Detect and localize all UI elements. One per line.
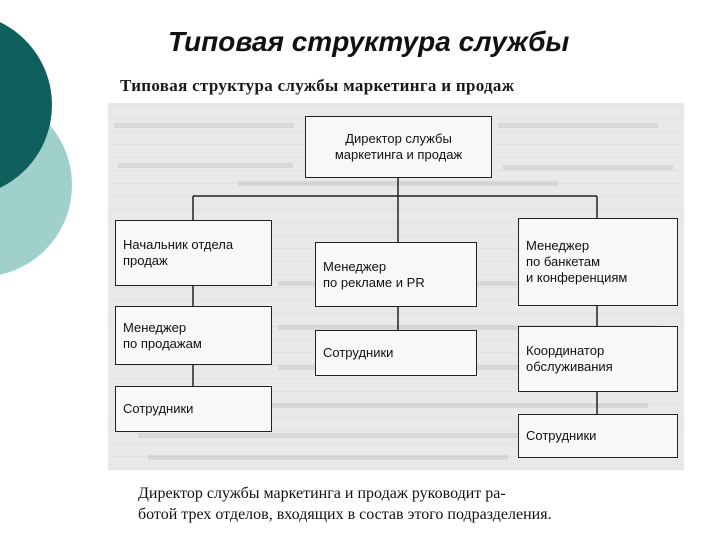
node-director: Директор службы маркетинга и продаж	[305, 116, 492, 178]
bleed-through-text	[128, 403, 648, 408]
node-pr-manager: Менеджер по рекламе и PR	[315, 242, 477, 307]
bleed-through-text	[118, 163, 293, 168]
bleed-through-text	[238, 181, 558, 186]
node-service-coordinator: Координатор обслуживания	[518, 326, 678, 392]
node-banquet-manager: Менеджер по банкетам и конференциям	[518, 218, 678, 306]
node-pr-staff: Сотрудники	[315, 330, 477, 376]
bleed-through-text	[503, 165, 673, 170]
decor-circle-dark	[0, 22, 52, 188]
node-sales-department-head: Начальник отдела продаж	[115, 220, 272, 286]
document-heading: Типовая структура службы маркетинга и пр…	[120, 76, 515, 95]
bleed-through-text	[148, 455, 508, 460]
node-sales-staff: Сотрудники	[115, 386, 272, 432]
node-sales-manager: Менеджер по продажам	[115, 306, 272, 365]
slide-title: Типовая структура службы	[168, 26, 570, 57]
bleed-through-text	[498, 123, 658, 128]
document-caption: Директор службы маркетинга и продаж руко…	[138, 485, 552, 523]
bleed-through-text	[138, 433, 638, 438]
node-banquet-staff: Сотрудники	[518, 414, 678, 458]
bleed-through-text	[114, 123, 294, 128]
bleed-through-text	[278, 325, 658, 330]
